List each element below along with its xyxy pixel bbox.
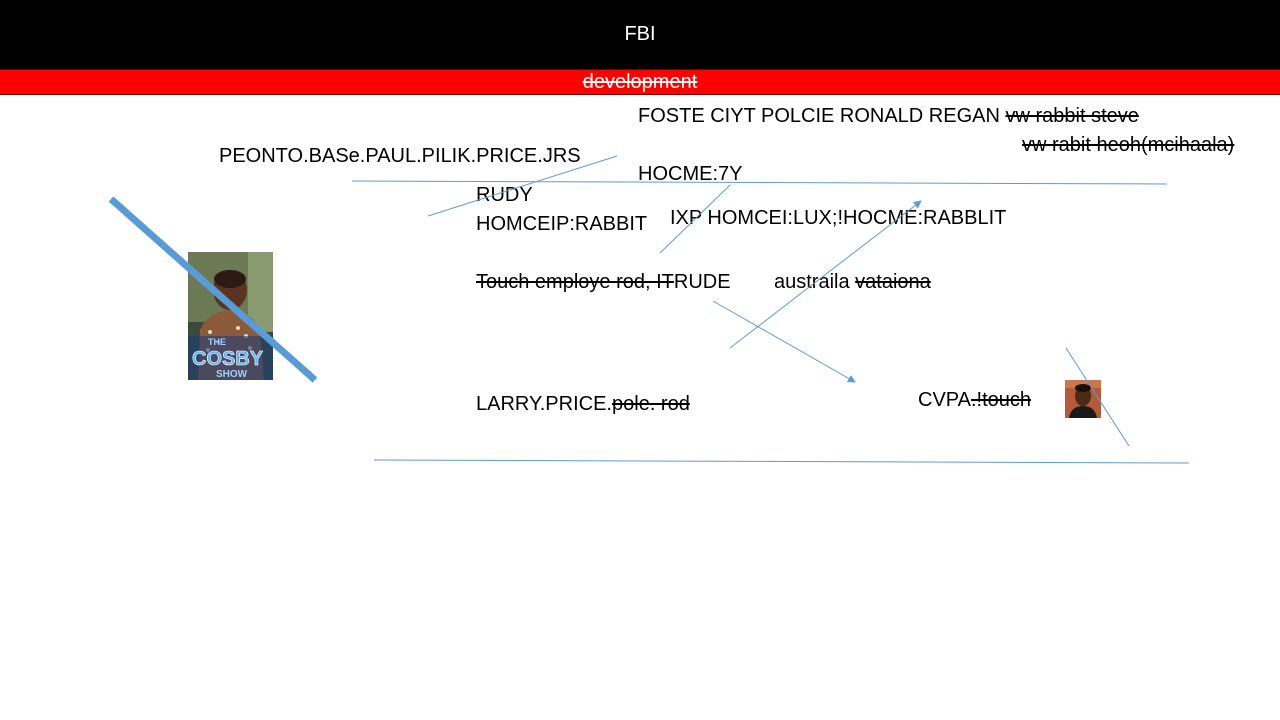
person-avatar (1065, 380, 1101, 418)
development-banner: development (0, 69, 1280, 95)
peonto-note: PEONTO.BASe.PAUL.PILIK.PRICE.JRS (219, 145, 581, 167)
touch-strikethrough: Touch employe rod, IT (476, 271, 674, 293)
touch-note: Touch employe rod, ITRUDE (476, 270, 731, 294)
poster-image: THE COSBY SHOW (188, 252, 273, 380)
homceip-note: HOMCEIP:RABBIT (476, 213, 648, 235)
ixp-note: IXP HOMCEI:LUX;!HOCME:RABBLIT (670, 207, 1007, 229)
cvpa-note: CVPA.!touch (918, 388, 1031, 412)
foste-note: FOSTE CIYT POLCIE RONALD REGAN vw rabbit… (638, 104, 1139, 128)
larry-text: LARRY.PRICE. (476, 393, 612, 415)
larry-strikethrough: pole. rod (612, 393, 690, 415)
poster-title-line1: THE (208, 337, 226, 347)
cvpa-arrow (712, 300, 856, 383)
vataiona-strikethrough: vataiona (855, 271, 931, 293)
slide-title-bar: FBI (0, 0, 1280, 69)
slide-title: FBI (624, 23, 656, 45)
poster-title-line3: SHOW (216, 369, 248, 380)
australia-text: austraila (774, 271, 850, 293)
cosby-show-poster: THE COSBY SHOW (188, 252, 273, 380)
lower-divider-line (373, 459, 1190, 464)
upper-divider-line (351, 180, 1168, 185)
poster-title-line2: COSBY (192, 348, 264, 370)
development-label: development (582, 71, 698, 93)
vw-rabit-note: vw rabit heoh(mcihaala) (1022, 134, 1235, 156)
cvpa-strikethrough: .!touch (970, 389, 1032, 411)
foste-strikethrough: vw rabbit steve (1005, 105, 1139, 127)
cvpa-text: CVPA (918, 389, 971, 411)
larry-note: LARRY.PRICE.pole. rod (476, 392, 690, 416)
foste-text: FOSTE CIYT POLCIE RONALD REGAN (638, 105, 1000, 127)
australia-note: austraila vataiona (774, 270, 931, 294)
hocme-note: HOCME:7Y (638, 163, 743, 185)
rude-text: RUDE (673, 271, 731, 293)
rudy-note: RUDY (476, 184, 533, 206)
avatar-image (1065, 380, 1101, 418)
